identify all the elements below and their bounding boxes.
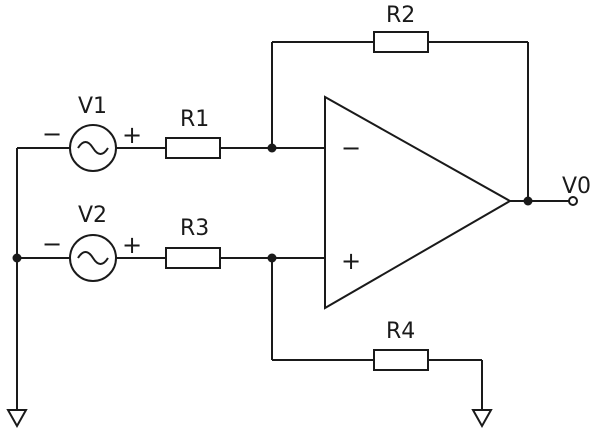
ac-source-v2-sine-icon xyxy=(77,251,109,265)
ac-source-v1 xyxy=(69,124,117,172)
v1-plus-sign: + xyxy=(122,121,142,149)
ac-source-v1-sine-icon xyxy=(77,141,109,155)
label-r2: R2 xyxy=(386,3,415,28)
label-output: V0 xyxy=(562,174,591,199)
label-v1: V1 xyxy=(78,94,107,119)
v2-plus-sign: + xyxy=(122,231,142,259)
output-terminal xyxy=(568,196,578,206)
v2-minus-sign: − xyxy=(42,230,62,258)
junction-dot-output xyxy=(523,196,533,206)
ac-source-v2 xyxy=(69,234,117,282)
junction-dot-inverting xyxy=(267,143,277,153)
opamp-triangle xyxy=(324,95,513,310)
resistor-r2 xyxy=(373,31,429,53)
ground-icon-right xyxy=(471,409,493,429)
label-r1: R1 xyxy=(180,107,209,132)
opamp-inverting-sign: − xyxy=(341,134,361,162)
v1-minus-sign: − xyxy=(42,120,62,148)
ground-icon-left xyxy=(6,409,28,429)
resistor-r3 xyxy=(165,247,221,269)
resistor-r1 xyxy=(165,137,221,159)
junction-dot-left-rail xyxy=(12,253,22,263)
label-r4: R4 xyxy=(386,319,415,344)
label-v2: V2 xyxy=(78,203,107,228)
junction-dot-noninverting xyxy=(267,253,277,263)
resistor-r4 xyxy=(373,349,429,371)
opamp-noninverting-sign: + xyxy=(341,247,361,275)
label-r3: R3 xyxy=(180,216,209,241)
